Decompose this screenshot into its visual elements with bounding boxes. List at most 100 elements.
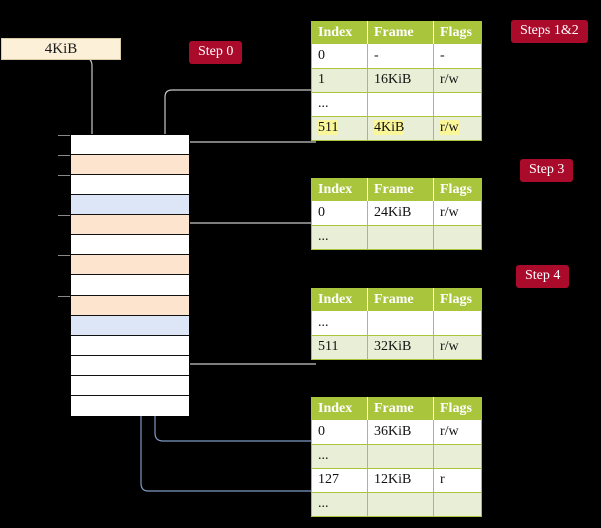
column-header-frame: Frame: [367, 288, 434, 311]
cell-frame: 32KiB: [367, 335, 434, 359]
cell-text: ...: [318, 448, 329, 463]
cell-frame: [367, 444, 434, 469]
cell-flags: [433, 92, 482, 117]
cell-frame: 4KiB: [367, 116, 434, 140]
table-row: ...: [311, 444, 482, 469]
cell-text: 12KiB: [374, 472, 412, 487]
memory-frame-tick: [58, 295, 70, 297]
step-chip-label: Step 3: [529, 162, 565, 177]
cell-flags: -: [433, 44, 482, 69]
cell-flags: [433, 444, 482, 469]
column-header-index: Index: [311, 288, 368, 311]
step-chip-step-3: Step 3: [520, 159, 574, 182]
cell-index: 127: [311, 468, 368, 493]
cell-index: ...: [311, 492, 368, 516]
cell-index: 511: [311, 116, 368, 140]
cell-text: ...: [318, 229, 329, 244]
cell-text: -: [374, 47, 379, 63]
memory-frame-tick: [58, 255, 70, 257]
column-header-frame: Frame: [367, 178, 434, 201]
table-row: ...: [311, 92, 482, 117]
memory-frame-row: [71, 395, 189, 416]
cell-text: r: [440, 472, 445, 487]
cell-flags: r/w: [433, 335, 482, 359]
cell-index: ...: [311, 311, 368, 336]
cell-text: 16KiB: [374, 72, 412, 87]
step-chip-steps-1-2: Steps 1&2: [511, 20, 588, 43]
table-row: 0 36KiB r/w: [311, 420, 482, 445]
memory-frame-row: [58, 155, 189, 176]
memory-frame-row: [71, 275, 189, 296]
cell-flags: r/w: [433, 68, 482, 93]
cell-flags: r: [433, 468, 482, 493]
cell-flags: r/w: [433, 420, 482, 445]
cell-frame: 16KiB: [367, 68, 434, 93]
cell-text: r/w: [440, 120, 459, 135]
cell-index: 0: [311, 420, 368, 445]
physical-memory-column: [58, 134, 190, 416]
table-row: 0--: [311, 44, 482, 69]
cell-text: 4KiB: [374, 120, 405, 135]
memory-frame-row: [58, 255, 189, 276]
cell-flags: [433, 492, 482, 516]
source-page-box: 4KiB: [1, 38, 121, 60]
cell-index: 1: [311, 68, 368, 93]
cell-text: 32KiB: [374, 339, 412, 354]
table-row: 127 12KiB r: [311, 468, 482, 493]
table-row: 1 16KiB r/w: [311, 68, 482, 93]
cell-text: r/w: [440, 204, 459, 220]
table-row: 511 4KiB r/w: [311, 116, 482, 140]
cell-flags: r/w: [433, 201, 482, 226]
memory-frame-tick: [58, 175, 70, 177]
cell-text: 0: [318, 204, 325, 220]
memory-frame-row: [58, 175, 189, 196]
memory-frame-row: [71, 235, 189, 256]
cell-frame: [367, 311, 434, 336]
cell-text: 24KiB: [374, 204, 412, 220]
cell-frame: -: [367, 44, 434, 69]
step-chip-label: Step 0: [198, 44, 234, 59]
cell-index: 0: [311, 201, 368, 226]
cell-text: 511: [318, 339, 339, 354]
cell-text: r/w: [440, 423, 459, 439]
step-chip-step-4: Step 4: [516, 265, 570, 288]
memory-frame-row: [71, 335, 189, 356]
cell-frame: 36KiB: [367, 420, 434, 445]
cell-text: ...: [318, 496, 329, 511]
step-chip-step-0: Step 0: [189, 41, 243, 64]
cell-text: r/w: [440, 72, 459, 87]
column-header-frame: Frame: [367, 21, 434, 44]
column-header-flags: Flags: [433, 21, 482, 44]
memory-frame-tick: [58, 135, 70, 136]
column-header-index: Index: [311, 21, 368, 44]
table-row: ...: [311, 492, 482, 516]
cell-flags: r/w: [433, 116, 482, 140]
column-header-flags: Flags: [433, 178, 482, 201]
cell-text: 36KiB: [374, 423, 412, 439]
cell-index: 511: [311, 335, 368, 359]
cell-flags: [433, 225, 482, 249]
cell-frame: 24KiB: [367, 201, 434, 226]
memory-frame-row: [71, 195, 189, 216]
cell-index: 0: [311, 44, 368, 69]
step-chip-label: Step 4: [525, 268, 561, 283]
memory-frame-row: [58, 295, 189, 316]
cell-text: -: [440, 47, 445, 63]
cell-text: ...: [318, 314, 329, 330]
cell-text: 1: [318, 72, 325, 87]
source-page-label: 4KiB: [44, 40, 78, 57]
cell-index: ...: [311, 225, 368, 249]
cell-text: 0: [318, 423, 325, 439]
cell-index: ...: [311, 444, 368, 469]
memory-frame-row: [58, 215, 189, 236]
memory-frame-row: [71, 375, 189, 396]
memory-frame-row: [71, 355, 189, 376]
cell-frame: [367, 225, 434, 249]
cell-text: 127: [318, 472, 339, 487]
cell-frame: 12KiB: [367, 468, 434, 493]
